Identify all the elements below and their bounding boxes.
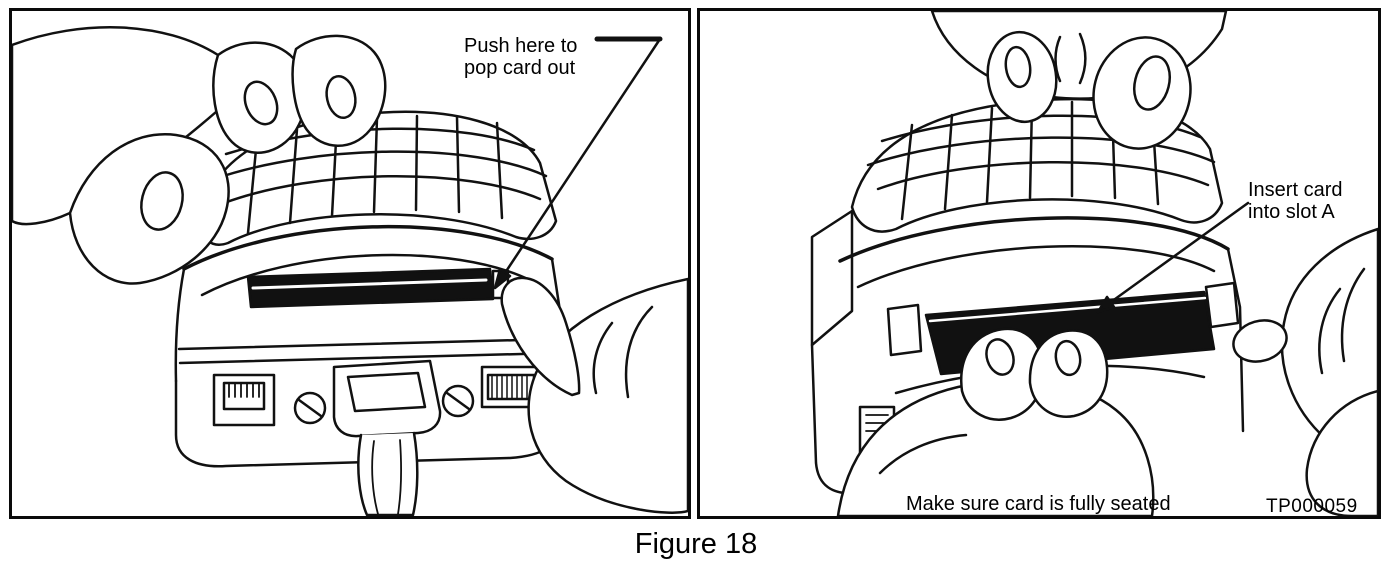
annotation-insert-card: Insert card into slot A [1248,179,1342,223]
ethernet-port [212,373,276,427]
remove-card-illustration [12,26,688,516]
hand-pressing-eject [500,276,688,514]
panel-insert-card: Insert card into slot A Make sure card i… [697,8,1381,519]
thumbscrew-left [293,391,327,425]
hand-holding-lid [12,26,387,285]
annotation-push-here: Push here to pop card out [464,35,577,79]
annotation-insert-card-line1: Insert card [1248,179,1343,201]
panel-remove-card: Push here to pop card out [9,8,691,519]
insert-card-illustration [810,11,1378,516]
figure-caption: Figure 18 [634,528,758,560]
hand-gripping-right [1232,227,1378,516]
push-here-leader-arrow [493,36,663,290]
figure-panels: Push here to pop card out [9,8,1383,519]
card-slot [246,267,510,309]
thumbscrew-right [441,384,475,418]
hand-holding-lid [930,11,1228,150]
annotation-push-here-line1: Push here to [464,35,578,57]
hand-pushing-card [836,327,1155,516]
annotation-push-here-line2: pop card out [464,57,576,79]
annotation-fully-seated: Make sure card is fully seated [906,493,1171,515]
drawing-number: TP000059 [1266,496,1358,517]
cable-connector [332,359,442,516]
insert-card-leader-arrow [1096,201,1250,314]
annotation-insert-card-line2: into slot A [1248,201,1335,223]
